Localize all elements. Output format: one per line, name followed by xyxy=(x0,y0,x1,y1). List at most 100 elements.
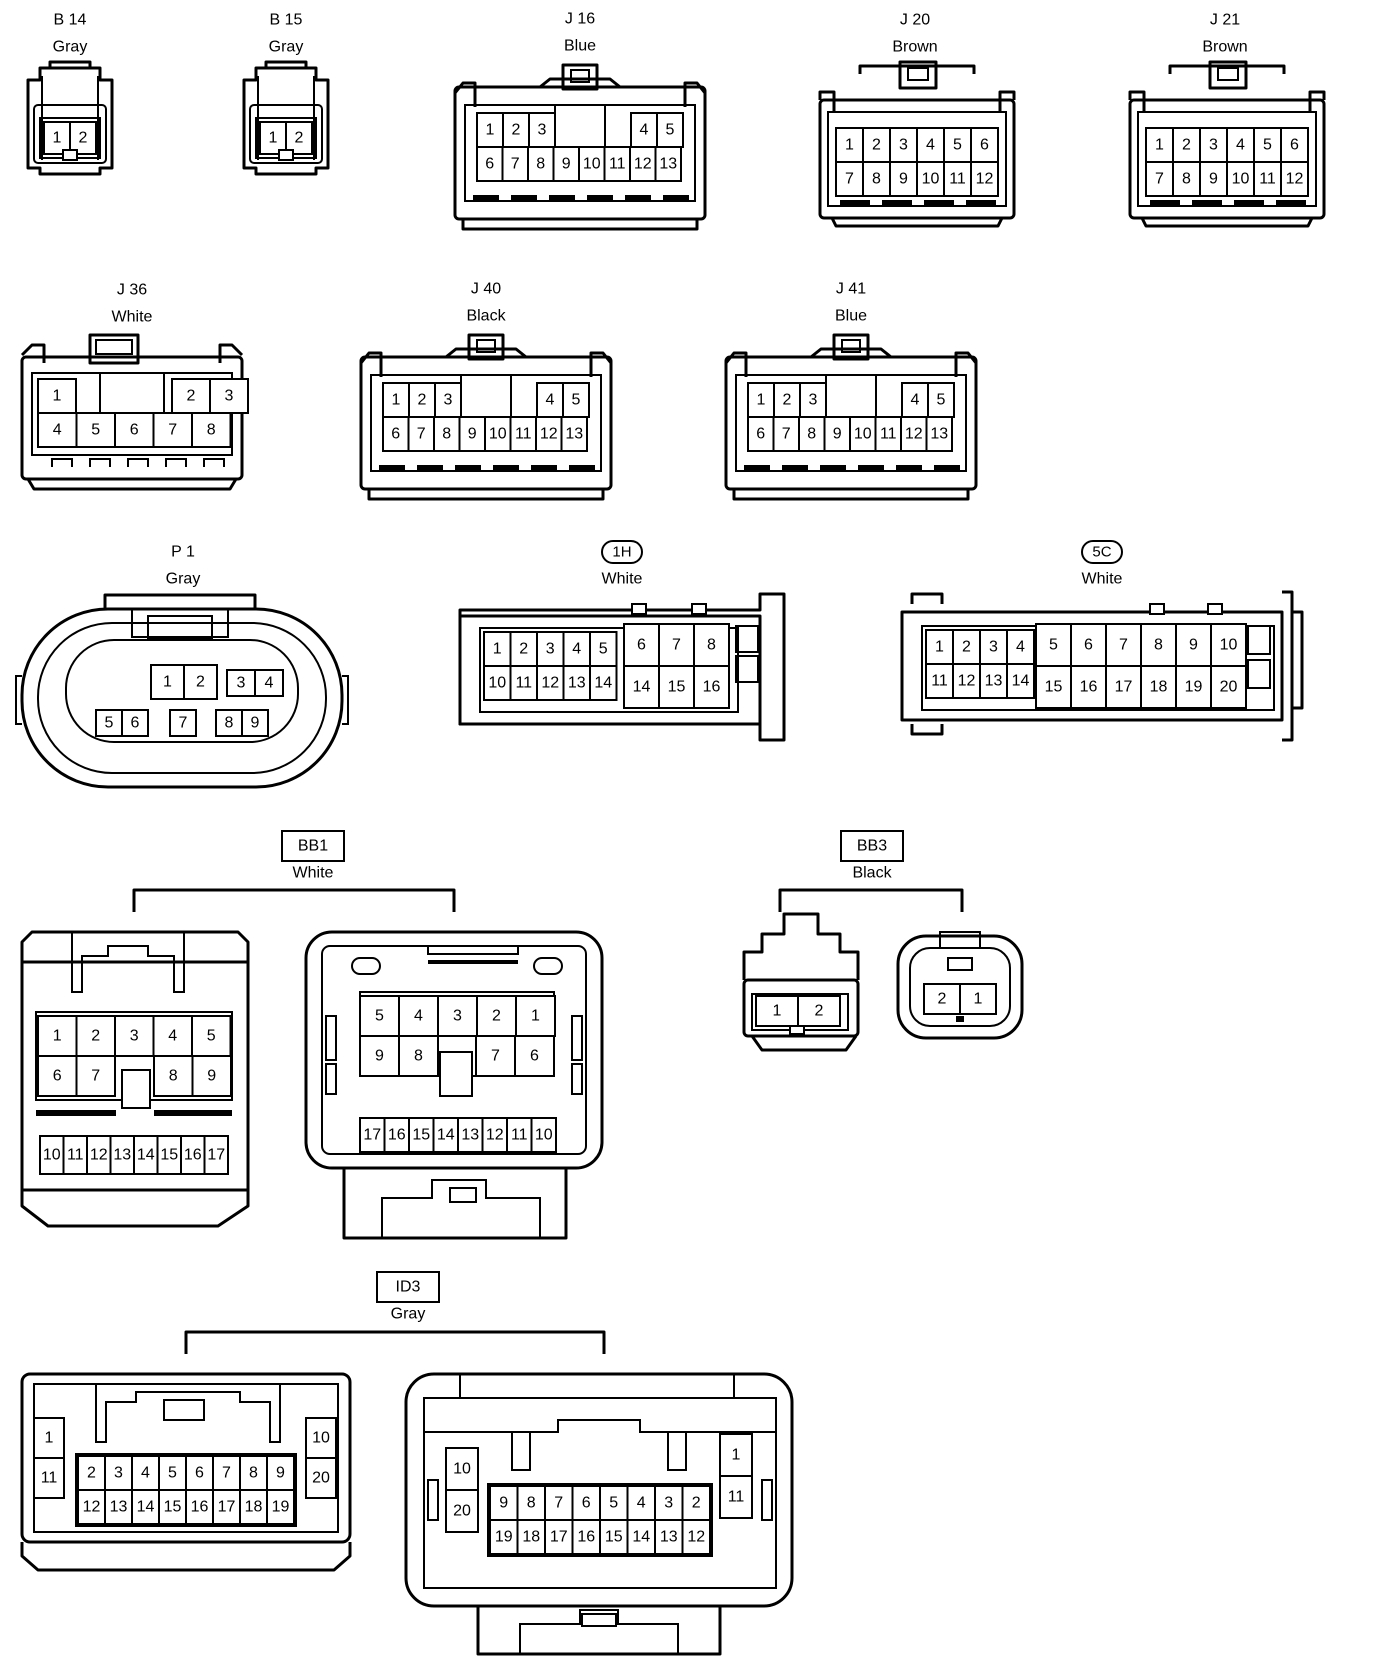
pin-5: 5 xyxy=(937,392,946,409)
pin-10: 10 xyxy=(922,171,940,188)
pin-3: 3 xyxy=(538,122,547,139)
pin-5: 5 xyxy=(105,715,114,732)
c1h-color: White xyxy=(602,571,643,588)
pin-10: 10 xyxy=(535,1127,553,1144)
j41-code: J 41 xyxy=(836,281,866,298)
pin-11: 11 xyxy=(515,675,532,692)
pin-1: 1 xyxy=(53,388,62,405)
pin-11: 11 xyxy=(67,1147,84,1164)
pin-13: 13 xyxy=(659,156,677,173)
pin-14: 14 xyxy=(1012,673,1030,690)
pin-9: 9 xyxy=(499,1495,508,1512)
pin-15: 15 xyxy=(605,1529,623,1546)
pin-19: 19 xyxy=(272,1499,290,1516)
pin-8: 8 xyxy=(249,1465,258,1482)
pin-10: 10 xyxy=(43,1147,61,1164)
pin-20: 20 xyxy=(312,1470,330,1487)
pin-17: 17 xyxy=(363,1127,381,1144)
pin-10: 10 xyxy=(1232,171,1250,188)
pin-6: 6 xyxy=(980,137,989,154)
pin-1: 1 xyxy=(493,641,502,658)
pin-4: 4 xyxy=(546,392,555,409)
pin-7: 7 xyxy=(554,1495,563,1512)
pin-1: 1 xyxy=(486,122,495,139)
bb1-color: White xyxy=(293,865,334,882)
pin-16: 16 xyxy=(191,1499,209,1516)
pin-4: 4 xyxy=(637,1495,646,1512)
pin-3: 3 xyxy=(664,1495,673,1512)
pin-5: 5 xyxy=(207,1028,216,1045)
pin-2: 2 xyxy=(87,1465,96,1482)
pin-13: 13 xyxy=(565,426,583,443)
pin-11: 11 xyxy=(515,426,532,443)
pin-4: 4 xyxy=(414,1008,423,1025)
pin-1: 1 xyxy=(45,1430,54,1447)
pin-13: 13 xyxy=(930,426,948,443)
pin-13: 13 xyxy=(985,673,1003,690)
pin-17: 17 xyxy=(550,1529,568,1546)
pin-10: 10 xyxy=(453,1461,471,1478)
pin-1: 1 xyxy=(935,639,944,656)
p1-color: Gray xyxy=(166,571,201,588)
pin-1: 1 xyxy=(53,130,62,147)
pin-7: 7 xyxy=(845,171,854,188)
pin-12: 12 xyxy=(90,1147,108,1164)
pin-6: 6 xyxy=(756,426,765,443)
pin-17: 17 xyxy=(218,1499,236,1516)
pin-10: 10 xyxy=(312,1430,330,1447)
pin-8: 8 xyxy=(707,637,716,654)
pin-8: 8 xyxy=(1182,171,1191,188)
pin-3: 3 xyxy=(453,1008,462,1025)
pin-11: 11 xyxy=(880,426,897,443)
pin-2: 2 xyxy=(938,991,947,1008)
pin-12: 12 xyxy=(976,171,994,188)
pin-2: 2 xyxy=(492,1008,501,1025)
pin-4: 4 xyxy=(265,675,274,692)
pin-2: 2 xyxy=(187,388,196,405)
pin-6: 6 xyxy=(53,1068,62,1085)
pin-4: 4 xyxy=(911,392,920,409)
pin-2: 2 xyxy=(872,137,881,154)
pin-6: 6 xyxy=(1084,637,1093,654)
pin-4: 4 xyxy=(1236,137,1245,154)
pin-2: 2 xyxy=(91,1028,100,1045)
pin-8: 8 xyxy=(536,156,545,173)
pin-9: 9 xyxy=(251,715,260,732)
pin-7: 7 xyxy=(1155,171,1164,188)
pin-7: 7 xyxy=(1119,637,1128,654)
pin-5: 5 xyxy=(168,1465,177,1482)
pin-11: 11 xyxy=(511,1127,528,1144)
pin-3: 3 xyxy=(237,675,246,692)
pin-10: 10 xyxy=(488,675,506,692)
j41-color: Blue xyxy=(835,308,867,325)
pin-10: 10 xyxy=(489,426,507,443)
pin-12: 12 xyxy=(958,673,976,690)
pin-12: 12 xyxy=(687,1529,705,1546)
j16-color: Blue xyxy=(564,38,596,55)
pin-12: 12 xyxy=(541,675,559,692)
pin-2: 2 xyxy=(692,1495,701,1512)
pin-6: 6 xyxy=(1290,137,1299,154)
pin-5: 5 xyxy=(1049,637,1058,654)
pin-1: 1 xyxy=(531,1008,540,1025)
pin-12: 12 xyxy=(905,426,923,443)
pin-5: 5 xyxy=(1263,137,1272,154)
pin-20: 20 xyxy=(1220,679,1238,696)
pin-18: 18 xyxy=(245,1499,263,1516)
pin-2: 2 xyxy=(512,122,521,139)
pin-2: 2 xyxy=(418,392,427,409)
pin-11: 11 xyxy=(931,673,948,690)
pin-14: 14 xyxy=(594,675,612,692)
pin-5: 5 xyxy=(572,392,581,409)
j16-code: J 16 xyxy=(565,11,595,28)
j40-code: J 40 xyxy=(471,281,501,298)
b15-code: B 15 xyxy=(270,12,303,29)
pin-6: 6 xyxy=(130,422,139,439)
pin-5: 5 xyxy=(91,422,100,439)
